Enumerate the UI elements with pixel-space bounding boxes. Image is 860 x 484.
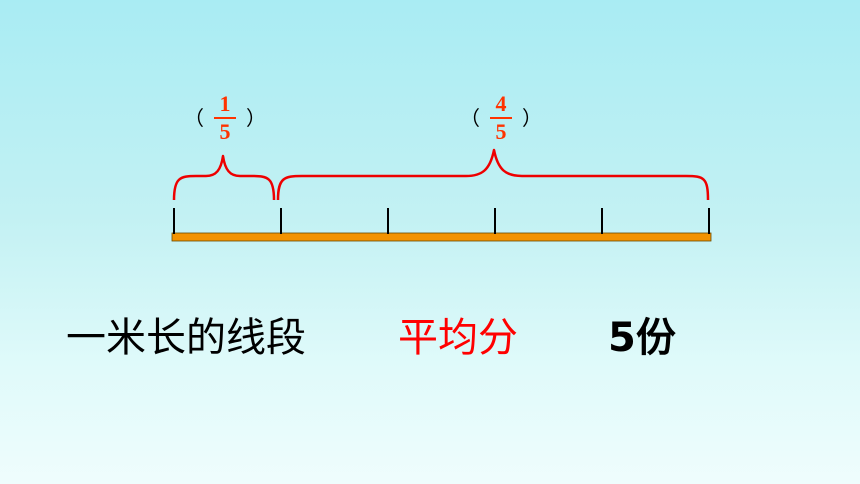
right-fraction-denominator: 5 bbox=[495, 119, 507, 144]
left-brace bbox=[172, 154, 276, 201]
right-open-paren: （ bbox=[460, 106, 480, 130]
left-close-paren: ） bbox=[246, 106, 266, 130]
right-fraction-bar bbox=[490, 117, 512, 119]
left-fraction: 1 5 bbox=[214, 93, 236, 143]
caption-row: 一米长的线段 平均分 5份 bbox=[66, 310, 826, 366]
parts-count-caption: 5份 bbox=[608, 315, 676, 361]
left-fraction-denominator: 5 bbox=[219, 119, 231, 144]
right-fraction: 4 5 bbox=[490, 93, 512, 143]
left-fraction-numerator: 1 bbox=[219, 91, 231, 116]
left-fraction-label: （ 1 5 ） bbox=[184, 88, 266, 148]
left-fraction-bar bbox=[214, 117, 236, 119]
equal-division-caption: 平均分 bbox=[398, 315, 518, 361]
segment-bar bbox=[171, 232, 712, 242]
segment-caption: 一米长的线段 bbox=[66, 315, 306, 361]
tick-marks bbox=[173, 208, 710, 234]
right-brace bbox=[276, 148, 710, 201]
right-fraction-label: （ 4 5 ） bbox=[460, 88, 542, 148]
right-fraction-numerator: 4 bbox=[495, 91, 507, 116]
right-close-paren: ） bbox=[522, 106, 542, 130]
left-open-paren: （ bbox=[184, 106, 204, 130]
